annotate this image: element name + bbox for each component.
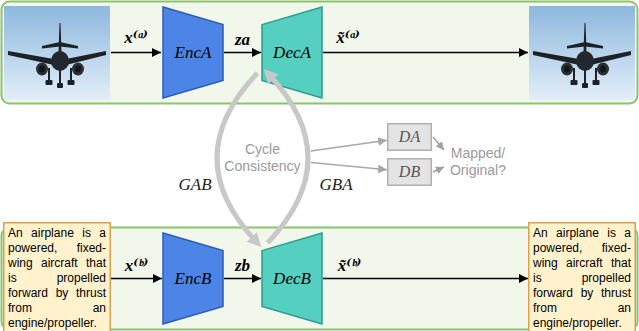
node-label: DB [399, 163, 420, 181]
text-sample-box: An airplane is a powered, fixed-wing air… [3, 222, 111, 331]
decoder-trapezoid: DecB [261, 232, 323, 325]
node-label: EncA [175, 43, 212, 63]
node-text-group: EncB [175, 269, 212, 289]
variable-label: x⁽ᵃ⁾ [124, 28, 148, 48]
data-flow-arrow [224, 278, 261, 280]
node-text-group: An airplane is a powered, fixed-wing air… [533, 226, 631, 331]
node-text-group: EncA [175, 43, 212, 63]
variable-label: x̃⁽ᵃ⁾ [336, 28, 360, 48]
node-label: An airplane is a powered, fixed-wing air… [533, 226, 631, 331]
data-flow-arrow [323, 278, 528, 280]
encoder-trapezoid: EncB [162, 232, 224, 325]
discriminator-arrow [311, 163, 387, 170]
node-text-group: DB [399, 163, 420, 181]
generator-label: GBA [319, 175, 352, 195]
decision-arrow [433, 137, 444, 150]
discriminator-box: DB [387, 158, 432, 186]
node-text-group: Cycle Consistency [221, 141, 305, 175]
text-sample-box: An airplane is a powered, fixed-wing air… [528, 222, 636, 331]
data-flow-arrow [111, 278, 162, 280]
airplane-photo [4, 6, 110, 100]
node-label: DecB [273, 269, 311, 289]
node-label: EncB [175, 269, 212, 289]
edge-variable-label: x⁽ᵇ⁾ [125, 256, 149, 276]
decision-arrow [433, 167, 444, 172]
node-text-group: DecB [273, 269, 311, 289]
edge-variable-label: za [235, 30, 250, 50]
edge-variable-label: x̃⁽ᵇ⁾ [338, 256, 362, 276]
node-label: Cycle Consistency [221, 141, 305, 175]
edge-variable-label: zb [235, 256, 250, 276]
node-text-group: DecA [273, 43, 311, 63]
airplane-photo [529, 6, 635, 100]
discriminator-arrow [311, 140, 387, 151]
node-text-group: An airplane is a powered, fixed-wing air… [8, 226, 106, 331]
generator-label: GAB [178, 175, 211, 195]
data-flow-arrow [224, 52, 261, 54]
encoder-trapezoid: EncA [162, 6, 224, 99]
decoder-trapezoid: DecA [261, 6, 323, 99]
output-arrow [323, 52, 528, 54]
input-arrow [111, 52, 161, 54]
node-label: DA [399, 128, 420, 146]
node-label: An airplane is a powered, fixed-wing air… [8, 226, 106, 331]
discriminator-box: DA [387, 123, 432, 151]
image-domain-panel [2, 2, 638, 104]
cycle-consistency-lens: Cycle Consistency [214, 70, 311, 246]
node-label: DecA [273, 43, 311, 63]
discriminator-output-note: Mapped/ Original? [442, 145, 514, 179]
node-text-group: DA [399, 128, 420, 146]
